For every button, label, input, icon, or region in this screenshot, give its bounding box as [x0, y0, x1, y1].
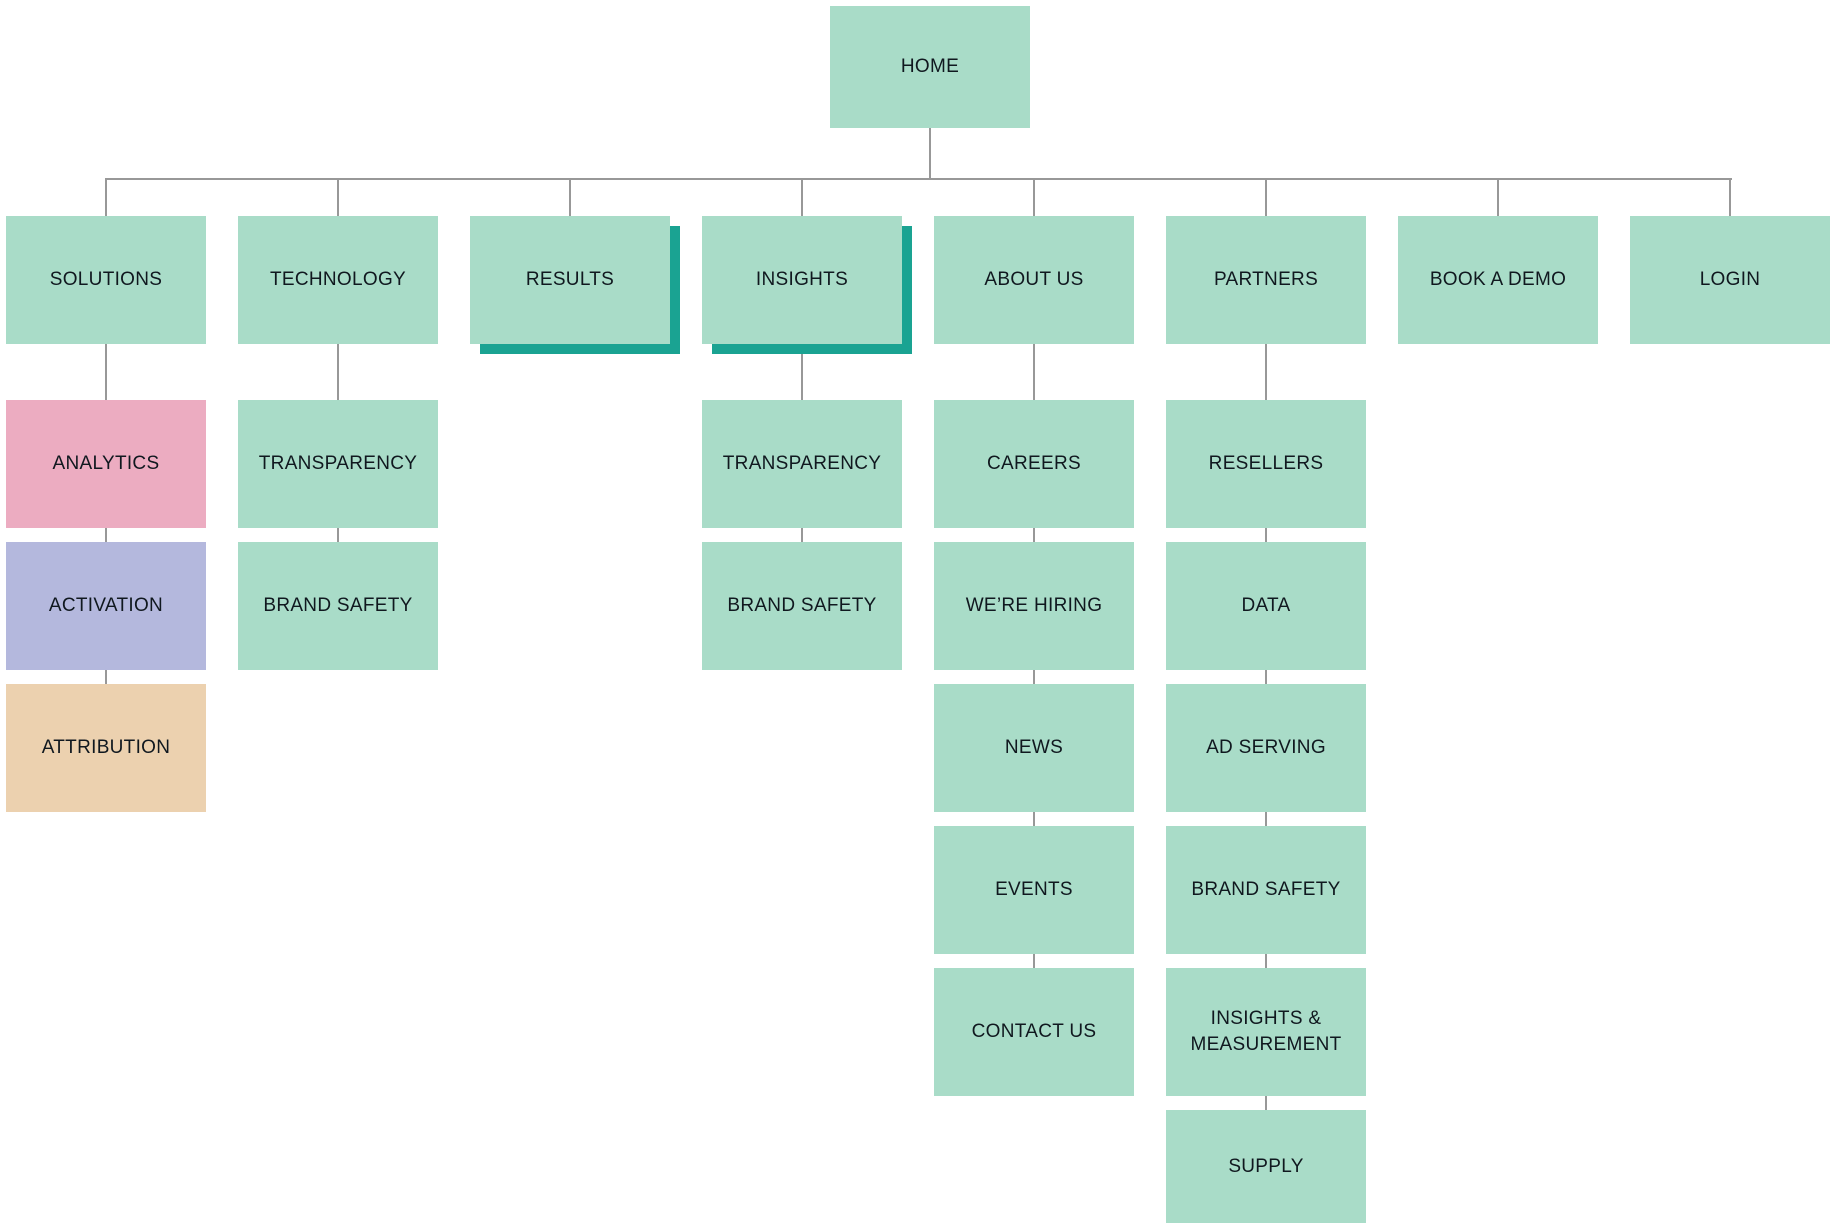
node-attribution: ATTRIBUTION — [6, 684, 206, 812]
node-contact-us: CONTACT US — [934, 968, 1134, 1096]
node-label: SUPPLY — [1228, 1155, 1304, 1177]
connector-line — [801, 178, 803, 216]
connector-line — [1033, 954, 1035, 968]
connector-line — [929, 128, 931, 180]
node-label: BOOK A DEMO — [1429, 269, 1567, 291]
node-solutions: SOLUTIONS — [6, 216, 206, 344]
connector-line — [1033, 670, 1035, 684]
node-label: ACTIVATION — [48, 595, 164, 617]
connector-line — [1265, 178, 1267, 216]
node-insights: INSIGHTS — [702, 216, 902, 344]
node-label: NEWS — [1004, 737, 1064, 759]
connector-line — [1729, 178, 1731, 216]
node-about-us: ABOUT US — [934, 216, 1134, 344]
node-label: DATA — [1241, 595, 1291, 617]
connector-line — [105, 178, 1732, 180]
node-activation: ACTIVATION — [6, 542, 206, 670]
connector-line — [1033, 344, 1035, 400]
connector-line — [1033, 812, 1035, 826]
node-technology: TECHNOLOGY — [238, 216, 438, 344]
connector-line — [1265, 954, 1267, 968]
node-label: CAREERS — [987, 453, 1081, 475]
node-home: HOME — [830, 6, 1030, 128]
node-ad-serving: AD SERVING — [1166, 684, 1366, 812]
node-label: PARTNERS — [1213, 269, 1319, 291]
node-supply: SUPPLY — [1166, 1110, 1366, 1223]
node-events: EVENTS — [934, 826, 1134, 954]
node-label: ANALYTICS — [52, 453, 160, 475]
connector-line — [337, 344, 339, 400]
node-label: EVENTS — [995, 879, 1073, 901]
node-label: INSIGHTS & MEASUREMENT — [1190, 1008, 1342, 1055]
node-label: BRAND SAFETY — [1191, 879, 1341, 901]
node-news: NEWS — [934, 684, 1134, 812]
connector-line — [105, 178, 107, 216]
connector-line — [1265, 1096, 1267, 1110]
node-label: ATTRIBUTION — [41, 737, 171, 759]
node-analytics: ANALYTICS — [6, 400, 206, 528]
node-label: BRAND SAFETY — [263, 595, 413, 617]
node-results: RESULTS — [470, 216, 670, 344]
node-label: BRAND SAFETY — [727, 595, 877, 617]
connector-line — [105, 528, 107, 542]
node-label: TRANSPARENCY — [722, 453, 882, 475]
connector-line — [1033, 528, 1035, 542]
node-resellers: RESELLERS — [1166, 400, 1366, 528]
node-label: LOGIN — [1699, 269, 1761, 291]
connector-line — [1497, 178, 1499, 216]
node-label: TRANSPARENCY — [258, 453, 418, 475]
node-book-a-demo: BOOK A DEMO — [1398, 216, 1598, 344]
node-label: TECHNOLOGY — [269, 269, 407, 291]
connector-line — [1265, 528, 1267, 542]
node-data: DATA — [1166, 542, 1366, 670]
node-label: ABOUT US — [984, 269, 1084, 291]
connector-line — [1033, 178, 1035, 216]
node-technology-transparency: TRANSPARENCY — [238, 400, 438, 528]
connector-line — [801, 344, 803, 400]
connector-line — [105, 670, 107, 684]
connector-line — [337, 178, 339, 216]
node-label: SOLUTIONS — [49, 269, 163, 291]
connector-line — [1265, 344, 1267, 400]
node-label: RESELLERS — [1208, 453, 1324, 475]
node-label: CONTACT US — [971, 1021, 1097, 1043]
node-insights-brand-safety: BRAND SAFETY — [702, 542, 902, 670]
node-label: WE’RE HIRING — [965, 595, 1103, 617]
node-insights-transparency: TRANSPARENCY — [702, 400, 902, 528]
connector-line — [1265, 670, 1267, 684]
connector-line — [801, 528, 803, 542]
node-technology-brand-safety: BRAND SAFETY — [238, 542, 438, 670]
node-label: HOME — [900, 56, 960, 78]
node-label: RESULTS — [525, 269, 615, 291]
node-label: AD SERVING — [1206, 737, 1326, 759]
node-careers: CAREERS — [934, 400, 1134, 528]
connector-line — [569, 178, 571, 216]
node-were-hiring: WE’RE HIRING — [934, 542, 1134, 670]
node-label: INSIGHTS — [755, 269, 849, 291]
node-login: LOGIN — [1630, 216, 1830, 344]
node-partners: PARTNERS — [1166, 216, 1366, 344]
connector-line — [337, 528, 339, 542]
node-insights-measurement: INSIGHTS & MEASUREMENT — [1166, 968, 1366, 1096]
connector-line — [1265, 812, 1267, 826]
node-partners-brand-safety: BRAND SAFETY — [1166, 826, 1366, 954]
connector-line — [105, 344, 107, 400]
